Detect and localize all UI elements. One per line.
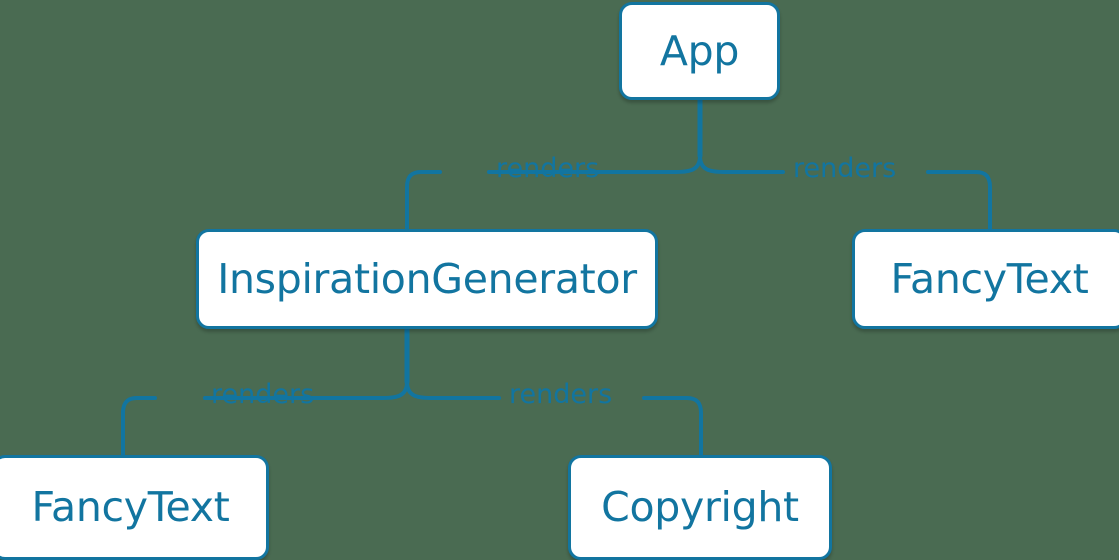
node-copyright[interactable]: Copyright	[568, 455, 832, 560]
node-fancytext-right[interactable]: FancyText	[852, 229, 1119, 329]
edge-label-app-to-fancytext-right: renders	[793, 153, 897, 184]
node-app[interactable]: App	[619, 2, 780, 100]
edge-app-to-fancytext-right-tail	[926, 170, 992, 231]
edge-ig-to-copyright	[405, 380, 501, 400]
edge-app-to-inspiration-generator-tail	[405, 170, 442, 231]
edge-ig-to-copyright-tail	[642, 396, 703, 457]
node-inspiration-generator[interactable]: InspirationGenerator	[196, 229, 658, 329]
node-fancytext-bottom[interactable]: FancyText	[0, 455, 269, 560]
edge-app-to-fancytext-right	[698, 154, 785, 174]
node-fancytext-bottom-label: FancyText	[31, 483, 230, 531]
edge-label-ig-to-copyright: renders	[509, 379, 613, 410]
node-copyright-label: Copyright	[601, 483, 799, 531]
edge-label-ig-to-fancytext-bottom: renders	[211, 379, 315, 410]
node-fancytext-right-label: FancyText	[890, 254, 1089, 303]
node-app-label: App	[659, 26, 740, 75]
edge-ig-to-fancytext-bottom-tail	[121, 396, 157, 457]
edge-label-app-to-inspiration-generator: renders	[496, 153, 600, 184]
node-inspiration-generator-label: InspirationGenerator	[217, 254, 637, 303]
